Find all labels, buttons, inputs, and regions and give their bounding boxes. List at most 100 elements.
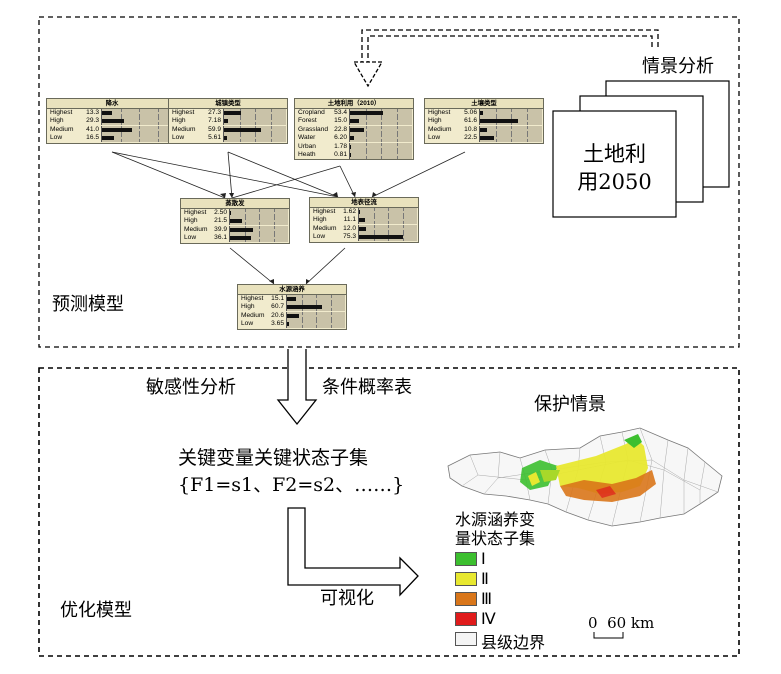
- state-probability-bar: [287, 297, 296, 301]
- state-probability-bar: [359, 226, 366, 231]
- state-name: Water: [298, 134, 316, 142]
- state-bar-track: [358, 208, 417, 216]
- prediction-model-label: 预测模型: [52, 294, 124, 315]
- legend-swatch: [455, 572, 477, 586]
- state-value: 36.1: [214, 234, 227, 242]
- state-probability-bar: [350, 144, 352, 149]
- state-name: Low: [428, 134, 441, 142]
- state-row: Medium 39.9: [181, 225, 289, 234]
- state-bar-track: [223, 109, 286, 117]
- state-bar-track: [286, 311, 345, 320]
- node-title: 蒸散发: [181, 199, 289, 209]
- state-value: 7.18: [208, 117, 221, 125]
- state-probability-bar: [102, 127, 133, 132]
- state-bar-track: [358, 224, 417, 233]
- state-name: Grassland: [298, 125, 329, 133]
- state-name: Highest: [313, 208, 336, 215]
- state-probability-bar: [230, 211, 232, 215]
- state-bar-track: [101, 117, 176, 126]
- state-bar-track: [101, 109, 176, 117]
- state-probability-bar: [224, 127, 262, 132]
- state-bar-track: [286, 295, 345, 303]
- state-row: Low 22.5: [425, 134, 543, 143]
- state-name: Cropland: [298, 109, 325, 116]
- state-value: 10.8: [464, 125, 477, 133]
- state-probability-bar: [287, 305, 323, 310]
- state-probability-bar: [480, 136, 494, 141]
- optimization-model-label: 优化模型: [60, 600, 132, 621]
- state-bar-track: [479, 109, 542, 117]
- state-bar-track: [349, 109, 412, 117]
- upper-panel-frame: [38, 16, 740, 348]
- legend-swatch: [455, 612, 477, 626]
- key-subset-title: 关键变量关键状态子集: [178, 447, 369, 469]
- state-row: Highest 1.62: [310, 208, 418, 216]
- state-probability-bar: [359, 210, 360, 214]
- visualize-label: 可视化: [320, 588, 374, 609]
- state-value: 15.0: [334, 117, 347, 125]
- node-title: 降水: [47, 99, 177, 109]
- state-name: Low: [241, 320, 254, 328]
- state-name: Highest: [184, 209, 207, 216]
- sensitivity-analysis-label: 敏感性分析: [146, 377, 236, 398]
- state-probability-bar: [287, 313, 299, 318]
- state-probability-bar: [224, 136, 228, 141]
- state-value: 5.61: [208, 134, 221, 142]
- state-bar-track: [358, 233, 417, 242]
- state-value: 15.1: [271, 295, 284, 302]
- state-value: 0.81: [334, 150, 347, 158]
- legend-title-line1: 水源涵养变: [455, 510, 536, 529]
- state-name: Heath: [298, 150, 316, 158]
- state-bar-track: [286, 320, 345, 329]
- state-probability-bar: [102, 111, 112, 115]
- state-name: High: [313, 216, 327, 224]
- state-probability-bar: [480, 111, 484, 115]
- state-probability-bar: [350, 136, 354, 141]
- state-name: High: [428, 117, 442, 125]
- node-title: 土地利用（2010）: [295, 99, 413, 109]
- map-title: 保护情景: [534, 394, 606, 415]
- state-probability-bar: [350, 152, 351, 157]
- state-name: Highest: [172, 109, 195, 116]
- state-name: Medium: [172, 125, 196, 133]
- state-name: Medium: [184, 225, 208, 233]
- state-bar-track: [349, 142, 412, 151]
- state-value: 2.50: [214, 209, 227, 216]
- state-value: 3.65: [271, 320, 284, 328]
- state-name: Highest: [50, 109, 73, 116]
- state-bar-track: [229, 209, 288, 217]
- cpt-label: 条件概率表: [322, 377, 412, 398]
- state-value: 12.0: [343, 224, 356, 232]
- state-value: 1.62: [343, 208, 356, 215]
- state-value: 13.3: [86, 109, 99, 116]
- state-value: 39.9: [214, 225, 227, 233]
- state-value: 75.3: [343, 233, 356, 241]
- state-probability-bar: [350, 127, 365, 132]
- scenario-card-front: [552, 110, 677, 218]
- state-value: 5.06: [464, 109, 477, 116]
- state-value: 22.5: [464, 134, 477, 142]
- legend-swatch: [455, 592, 477, 606]
- state-name: Forest: [298, 117, 317, 125]
- state-row: Low 3.65: [238, 320, 346, 329]
- state-bar-track: [286, 303, 345, 312]
- state-bar-track: [229, 234, 288, 243]
- state-bar-track: [349, 125, 412, 134]
- state-name: High: [184, 217, 198, 225]
- scenario-card-line2: 用2050: [577, 170, 652, 194]
- scenario-card-text: 土地利 用2050: [553, 140, 676, 196]
- scale-label: 0 60 km: [588, 614, 655, 632]
- state-name: High: [241, 303, 255, 311]
